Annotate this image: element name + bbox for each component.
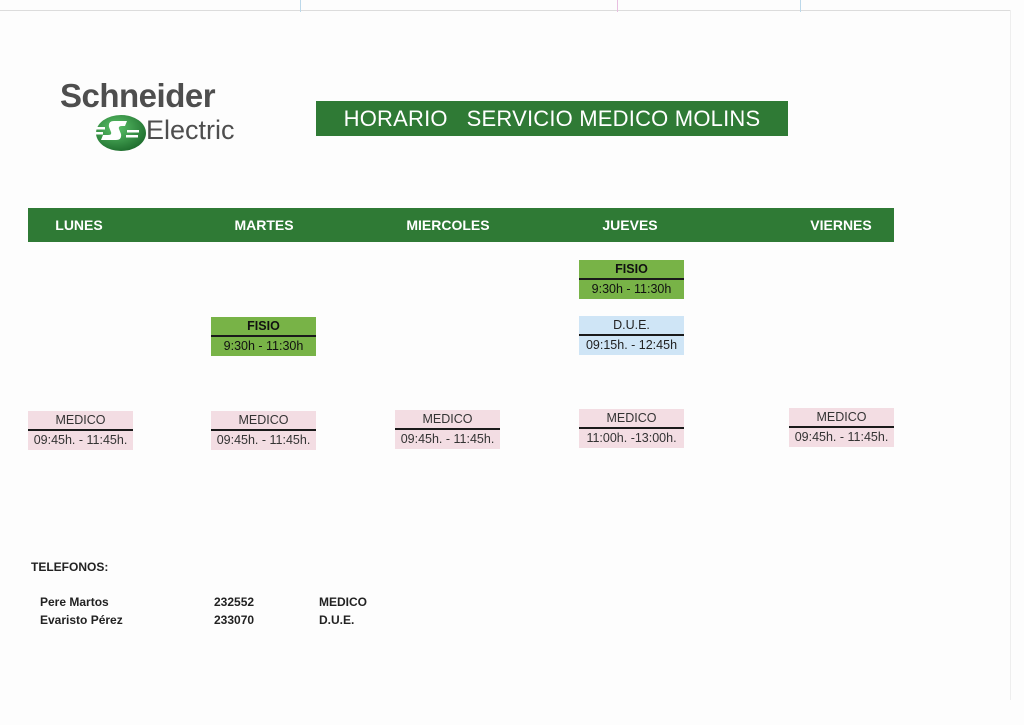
scan-registration-mark [800, 0, 801, 12]
slot-medico-miercoles: MEDICO 09:45h. - 11:45h. [395, 410, 500, 449]
slot-service: FISIO [211, 317, 316, 337]
day-lunes: LUNES [55, 217, 103, 233]
slot-time: 09:15h. - 12:45h [579, 336, 684, 355]
slot-medico-martes: MEDICO 09:45h. - 11:45h. [211, 411, 316, 450]
contact-name: Pere Martos [40, 595, 109, 609]
slot-service: MEDICO [211, 411, 316, 431]
day-jueves: JUEVES [602, 217, 658, 233]
page-title: HORARIO SERVICIO MEDICO MOLINS [316, 101, 788, 136]
slot-fisio-martes: FISIO 9:30h - 11:30h [211, 317, 316, 356]
scan-page-edge-right [1010, 10, 1011, 700]
contact-role: D.U.E. [319, 613, 355, 627]
scan-page-edge-top [0, 10, 1010, 11]
slot-medico-viernes: MEDICO 09:45h. - 11:45h. [789, 408, 894, 447]
logo-brand-top: Schneider [60, 77, 216, 114]
slot-time: 09:45h. - 11:45h. [211, 431, 316, 450]
slot-service: MEDICO [395, 410, 500, 430]
slot-time: 9:30h - 11:30h [579, 280, 684, 299]
slot-time: 09:45h. - 11:45h. [28, 431, 133, 450]
phones-heading: TELEFONOS: [31, 560, 109, 574]
slot-time: 9:30h - 11:30h [211, 337, 316, 356]
contact-name: Evaristo Pérez [40, 613, 123, 627]
contact-number: 233070 [214, 613, 255, 627]
slot-service: FISIO [579, 260, 684, 280]
weekdays-header: LUNES MARTES MIERCOLES JUEVES VIERNES [28, 208, 894, 242]
logo-brand-bottom: Electric [146, 115, 235, 145]
day-miercoles: MIERCOLES [406, 217, 490, 233]
contact-number: 232552 [214, 595, 255, 609]
slot-fisio-jueves: FISIO 9:30h - 11:30h [579, 260, 684, 299]
slot-time: 09:45h. - 11:45h. [395, 430, 500, 449]
slot-service: MEDICO [28, 411, 133, 431]
slot-time: 09:45h. - 11:45h. [789, 428, 894, 447]
schneider-electric-logo-icon [95, 115, 146, 151]
contact-role: MEDICO [319, 595, 367, 609]
slot-medico-jueves: MEDICO 11:00h. -13:00h. [579, 409, 684, 448]
day-viernes: VIERNES [810, 217, 872, 233]
slot-service: MEDICO [579, 409, 684, 429]
slot-service: D.U.E. [579, 316, 684, 336]
slot-time: 11:00h. -13:00h. [579, 429, 684, 448]
slot-service: MEDICO [789, 408, 894, 428]
company-logo: Schneider Electric [58, 78, 268, 158]
scan-registration-mark [300, 0, 301, 12]
scan-registration-mark [617, 0, 618, 12]
slot-due-jueves: D.U.E. 09:15h. - 12:45h [579, 316, 684, 355]
slot-medico-lunes: MEDICO 09:45h. - 11:45h. [28, 411, 133, 450]
day-martes: MARTES [234, 217, 294, 233]
